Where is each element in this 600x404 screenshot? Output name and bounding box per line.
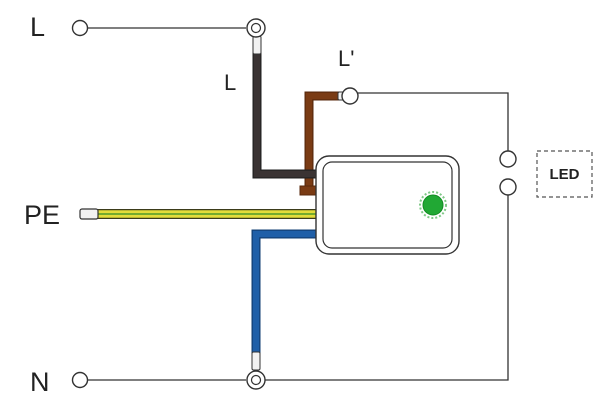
controller-module <box>315 155 460 255</box>
terminal-n-input <box>71 371 89 389</box>
terminal-l-junction <box>246 18 266 38</box>
dark-wire-l <box>252 50 316 179</box>
wire-l-prime-to-led <box>358 92 509 152</box>
terminal-l-prime <box>341 87 359 105</box>
terminal-n-junction <box>246 370 266 390</box>
terminal-led-bottom <box>499 178 517 196</box>
junction-inner-rings <box>250 22 262 386</box>
terminal-l-input <box>71 19 89 37</box>
thin-wires <box>88 27 509 381</box>
label-pe-input: PE <box>24 200 60 230</box>
blue-wire-n <box>251 229 316 356</box>
label-l-input: L <box>30 12 45 42</box>
label-n-input: N <box>30 367 50 397</box>
label-l-wire: L <box>224 70 236 95</box>
earth-tip <box>79 208 99 220</box>
terminal-led-top <box>499 150 517 168</box>
terminals <box>71 18 517 390</box>
led-load: LED <box>536 150 593 198</box>
wire-led-to-n <box>264 194 509 381</box>
led-label: LED <box>550 166 580 183</box>
status-indicator-icon <box>419 191 447 219</box>
label-l-prime-output: L' <box>338 46 354 71</box>
